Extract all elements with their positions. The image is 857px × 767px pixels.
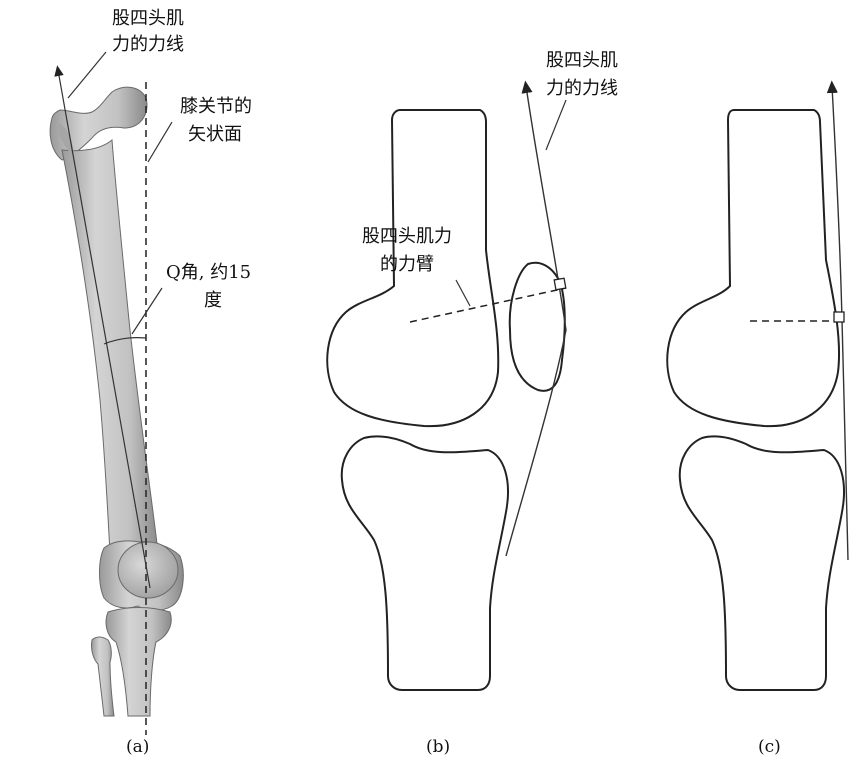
panel-c: (c) [666,80,849,757]
right-angle-box-c [833,311,845,323]
femur-outline-c [666,109,841,428]
panel-a: 股四头肌 力的力线 膝关节的 矢状面 Q角, 约15 度 (a) [49,8,252,757]
patella-3d [117,541,179,599]
quad-force-arrow-a [54,65,151,589]
tibia-3d [105,607,172,717]
q-angle-arc [103,337,147,345]
leader-force-line-a [67,51,107,99]
fibula-3d [91,636,115,717]
leader-moment-arm [455,279,471,307]
label-quad-force-line-a-1: 股四头肌 [112,8,184,29]
leader-q-angle [131,287,163,335]
tibia-outline-c [678,435,845,691]
leader-force-line-b [545,99,567,151]
caption-a: (a) [126,737,149,757]
right-angle-box-b [553,277,567,291]
greater-trochanter [56,122,74,156]
leader-sagittal [147,121,173,163]
label-q-angle-1: Q角, 约15 [166,262,251,283]
femur-outline-b [326,109,500,428]
femur-shaft [61,138,159,553]
label-moment-arm-2: 的力臂 [380,254,434,275]
quad-force-line-b [505,80,567,557]
label-sagittal-1: 膝关节的 [180,96,252,117]
label-moment-arm-1: 股四头肌力 [362,226,452,247]
label-sagittal-2: 矢状面 [188,124,242,145]
tibia-outline-b [340,435,509,691]
panel-b: 股四头肌 力的力线 股四头肌力 的力臂 (b) [326,50,618,757]
label-q-angle-2: 度 [204,290,222,311]
label-quad-force-line-b-2: 力的力线 [546,78,618,99]
caption-c: (c) [758,737,781,757]
caption-b: (b) [426,737,450,757]
label-quad-force-line-a-2: 力的力线 [112,34,184,55]
moment-arm-line-b [409,287,567,323]
label-quad-force-line-b-1: 股四头肌 [546,50,618,71]
